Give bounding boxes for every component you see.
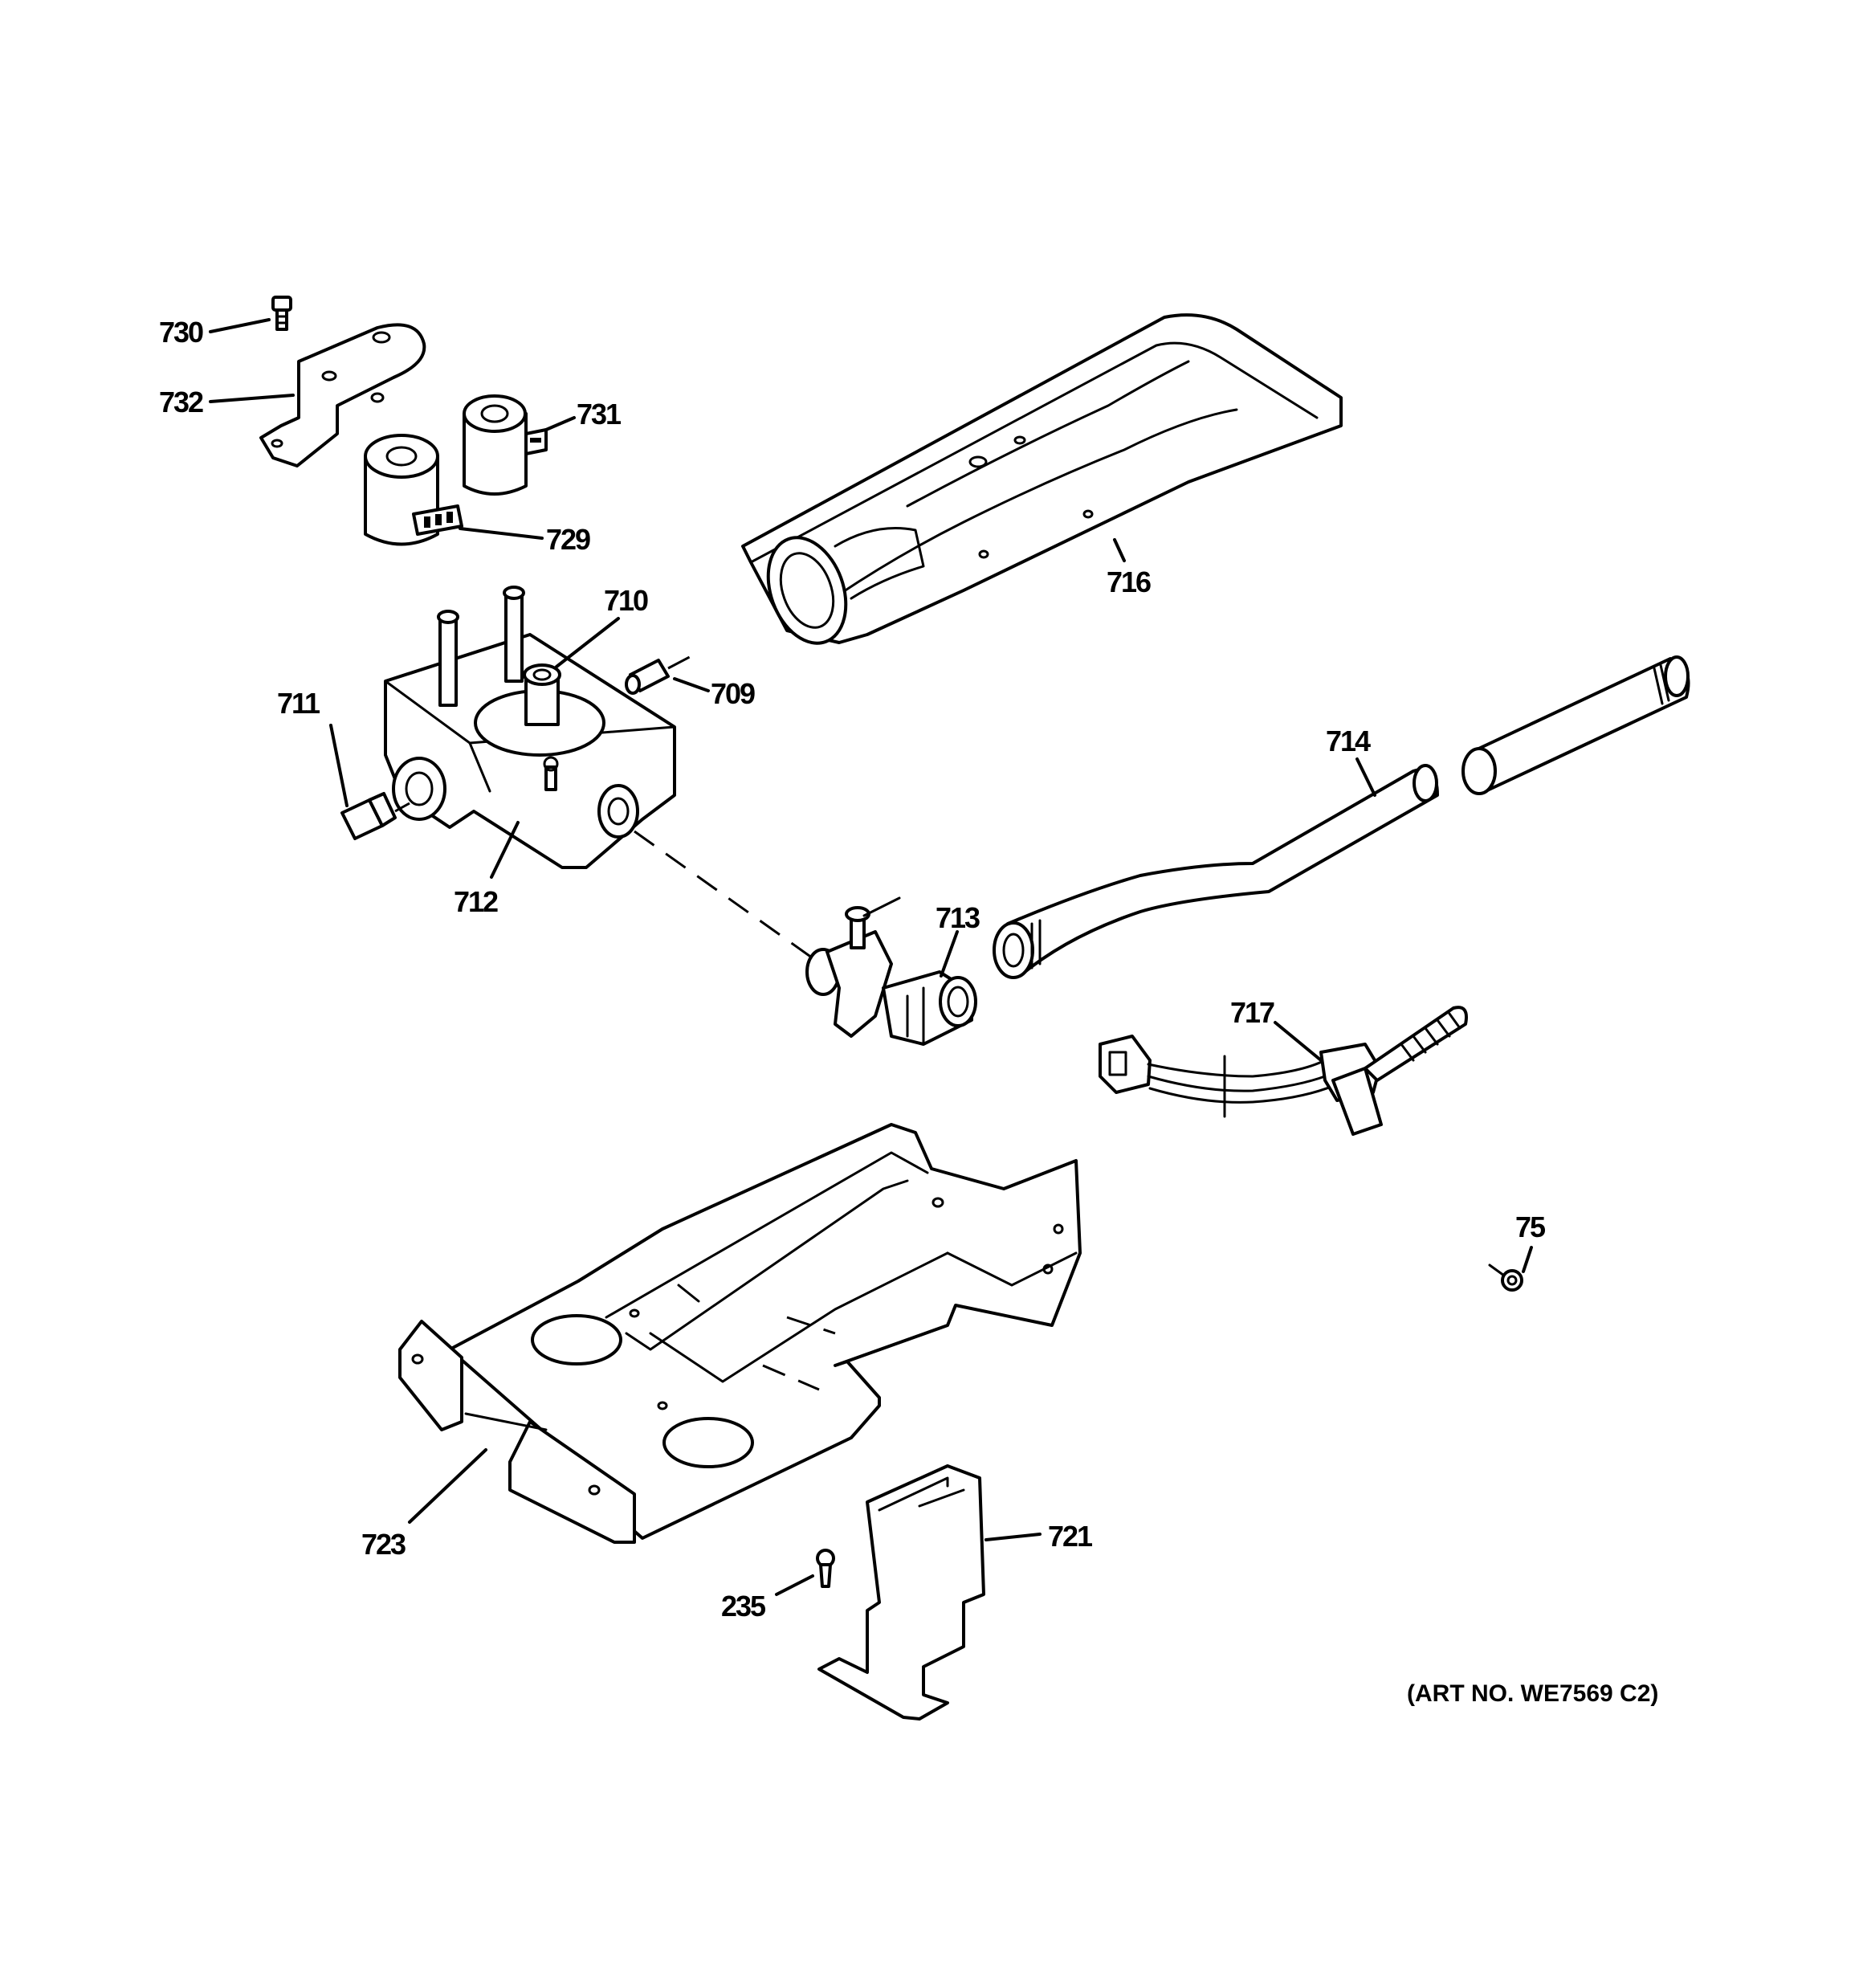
callout-729: 729: [546, 523, 590, 556]
callout-716: 716: [1107, 565, 1151, 598]
callout-713: 713: [936, 901, 980, 934]
callout-709: 709: [711, 677, 755, 710]
callout-717: 717: [1230, 996, 1274, 1029]
part-721-shield: [817, 1464, 985, 1721]
part-711-plug: [340, 792, 410, 840]
part-730-screw: [271, 296, 292, 331]
part-75-screw: [1488, 1263, 1523, 1292]
part-723-base-bracket: [398, 1123, 1082, 1544]
callout-710: 710: [604, 584, 648, 617]
part-709-orifice: [625, 651, 699, 695]
art-number: (ART NO. WE7569 C2): [1407, 1680, 1658, 1707]
part-235-screw: [816, 1549, 835, 1588]
callout-730: 730: [159, 316, 203, 349]
part-714-gas-pipe: [993, 764, 1439, 979]
connection-line: [634, 830, 816, 961]
part-731-coil: [463, 394, 548, 496]
part-716-burner-housing: [741, 313, 1343, 645]
callout-711: 711: [277, 687, 320, 720]
part-729-coil: [364, 434, 463, 546]
leader-lines: [209, 318, 1533, 1596]
part-714-straight-pipe: [1461, 655, 1690, 795]
callout-723: 723: [361, 1528, 406, 1561]
part-717-igniter: [1099, 1006, 1468, 1136]
part-732-bracket: [259, 323, 426, 467]
callout-732: 732: [159, 386, 203, 418]
part-713-shutoff-valve: [805, 896, 977, 1046]
callout-714: 714: [1326, 725, 1371, 757]
callout-721: 721: [1048, 1520, 1093, 1553]
callout-712: 712: [454, 885, 498, 918]
callout-235: 235: [721, 1590, 766, 1623]
part-712-gas-valve: [384, 586, 676, 869]
callout-731: 731: [577, 398, 622, 431]
callout-labels: 730 732 731 729 716 710 711 709 712 714 …: [159, 316, 1658, 1707]
callout-75: 75: [1515, 1210, 1546, 1243]
